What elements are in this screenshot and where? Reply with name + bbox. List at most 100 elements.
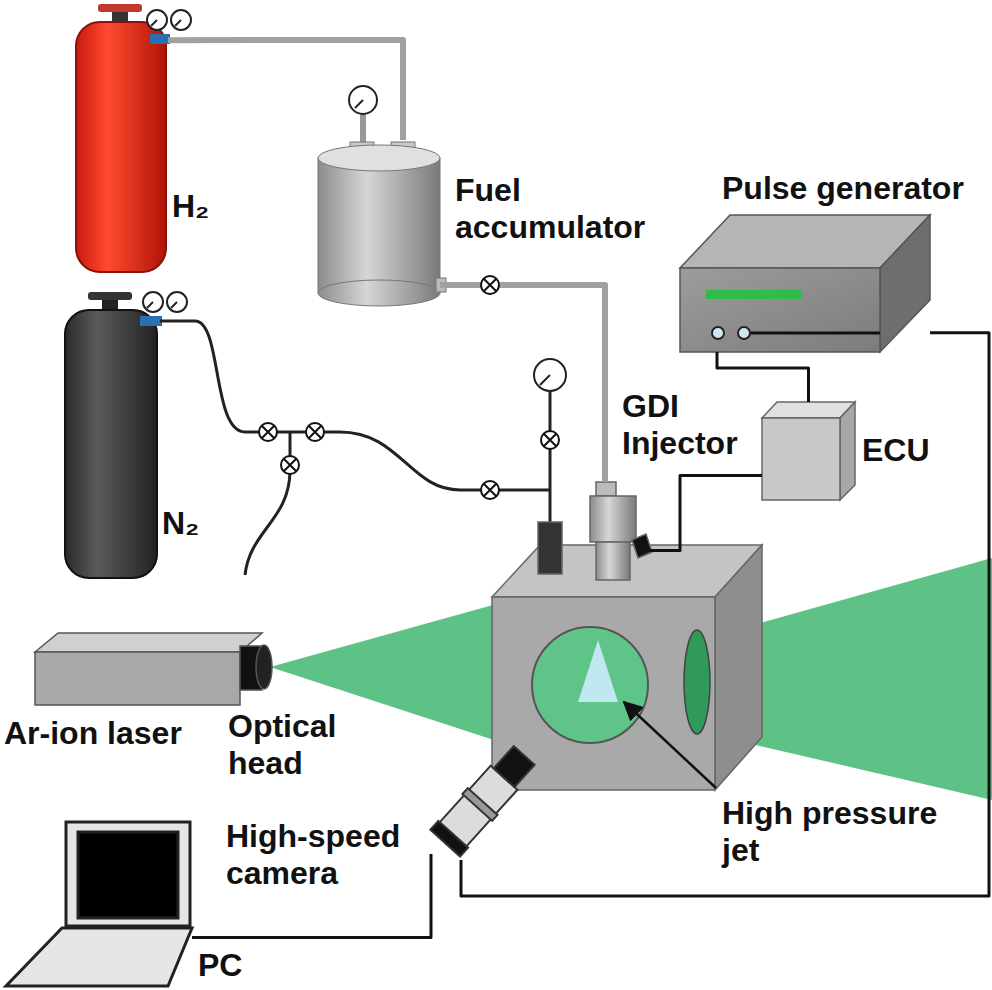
- laptop-pc: [66, 822, 190, 926]
- valve-symbol: [259, 423, 277, 441]
- hydrogen-cylinder: [150, 34, 170, 44]
- valve-symbol: [484, 279, 496, 291]
- valve-symbol: [481, 481, 499, 499]
- device-node: ECU: [762, 402, 855, 500]
- valve-symbol: [541, 431, 559, 449]
- device-node: Ar-ion laser: [35, 633, 265, 705]
- pressure-gauge: [171, 302, 177, 308]
- fuel-accumulator: [360, 110, 366, 146]
- device-node: High-speed camera: [425, 740, 545, 860]
- device-label: N₂: [162, 505, 199, 542]
- pulse-generator: [880, 215, 930, 352]
- pressure-gauge: [151, 20, 157, 26]
- pulse-generator: [680, 215, 930, 352]
- constant-volume-chamber: [492, 522, 762, 790]
- device-label: Fuel accumulator: [455, 172, 675, 246]
- nitrogen-cylinder: [88, 292, 132, 300]
- high-speed-camera: [462, 788, 497, 821]
- device-node: GDI Injector: [590, 482, 640, 580]
- argon-ion-laser: [256, 645, 272, 689]
- device-node: Fuel accumulator: [318, 140, 440, 307]
- callout-label: Optical head: [228, 708, 353, 782]
- pressure-gauge: [171, 10, 191, 30]
- nitrogen-line: [160, 321, 550, 490]
- ecu-box: [762, 418, 840, 500]
- pulse-generator: [712, 327, 724, 339]
- gdi-injector: [596, 482, 616, 496]
- device-node: Pulse generator: [680, 215, 930, 352]
- laptop-pc: [6, 822, 192, 986]
- valve-symbol: [259, 423, 277, 441]
- fuel-accumulator: [318, 158, 440, 293]
- valve-symbol: [284, 459, 296, 471]
- argon-ion-laser: [35, 633, 272, 705]
- laptop-pc: [6, 928, 192, 986]
- pressure-gauge: [147, 10, 167, 30]
- valve-symbol: [484, 484, 496, 496]
- nitrogen-cylinder: [140, 316, 162, 326]
- hydrogen-cylinder: [98, 4, 142, 12]
- gas-line: [440, 285, 605, 482]
- high-speed-camera: [430, 742, 539, 856]
- constant-volume-chamber: [578, 640, 618, 702]
- nitrogen-cylinder: [65, 310, 157, 578]
- pressure-gauge: [143, 292, 163, 312]
- gdi-injector: [632, 534, 652, 558]
- ecu-box: [840, 402, 855, 500]
- device-node: H₂: [76, 10, 168, 272]
- fuel-accumulator: [318, 110, 446, 306]
- device-node: N₂: [65, 295, 158, 580]
- fuel-accumulator: [318, 280, 440, 306]
- pulse-generator: [706, 290, 802, 299]
- high-speed-camera: [430, 821, 468, 857]
- valve-symbol: [262, 426, 274, 438]
- constant-volume-chamber: [715, 545, 762, 790]
- device-node: PC: [60, 820, 192, 988]
- constant-volume-chamber: [684, 630, 710, 734]
- device-label: H₂: [172, 188, 209, 225]
- gas-line: [168, 40, 403, 140]
- valve-symbol: [481, 276, 499, 294]
- pressure-gauge: [534, 359, 566, 391]
- constant-volume-chamber: [538, 522, 562, 574]
- pressure-gauge: [147, 302, 153, 308]
- valve-symbol: [306, 423, 324, 441]
- pressure-gauge: [167, 292, 187, 312]
- valve-symbol: [259, 276, 559, 499]
- nitrogen-cylinder: [65, 292, 162, 578]
- signal-wire: [717, 352, 809, 402]
- hydrogen-cylinder: [76, 22, 166, 272]
- nitrogen-line: [245, 432, 290, 575]
- fuel-accumulator: [318, 145, 440, 171]
- pressure-gauge: [355, 100, 363, 108]
- gdi-injector: [590, 482, 652, 580]
- signal-wire: [640, 476, 762, 551]
- device-label: Pulse generator: [722, 170, 964, 207]
- callout-arrow: [624, 702, 716, 788]
- hydrogen-cylinder: [76, 4, 170, 272]
- signal-wire: [461, 333, 989, 896]
- pulse-generator: [750, 332, 880, 335]
- valve-symbol: [306, 423, 324, 441]
- ecu-box: [762, 402, 855, 418]
- valve-symbol: [541, 431, 559, 449]
- device-label: ECU: [862, 432, 930, 469]
- pressure-gauge: [175, 20, 181, 26]
- pressure-gauge: [540, 375, 550, 385]
- pulse-generator: [680, 268, 880, 352]
- nitrogen-line: [160, 321, 550, 575]
- argon-ion-laser: [35, 633, 262, 652]
- device-label: PC: [198, 947, 242, 984]
- valve-symbol: [481, 481, 499, 499]
- device-label: Ar-ion laser: [4, 715, 182, 752]
- valve-symbol: [281, 456, 299, 474]
- gdi-injector: [590, 496, 636, 542]
- pulse-generator: [738, 327, 750, 339]
- device-label: High-speed camera: [226, 818, 426, 892]
- valve-symbol: [544, 434, 556, 446]
- nitrogen-line: [549, 388, 552, 525]
- valve-symbol: [481, 276, 499, 294]
- high-speed-camera: [494, 746, 535, 787]
- valve-symbol: [309, 426, 321, 438]
- callout-label: High pressure jet: [722, 795, 967, 869]
